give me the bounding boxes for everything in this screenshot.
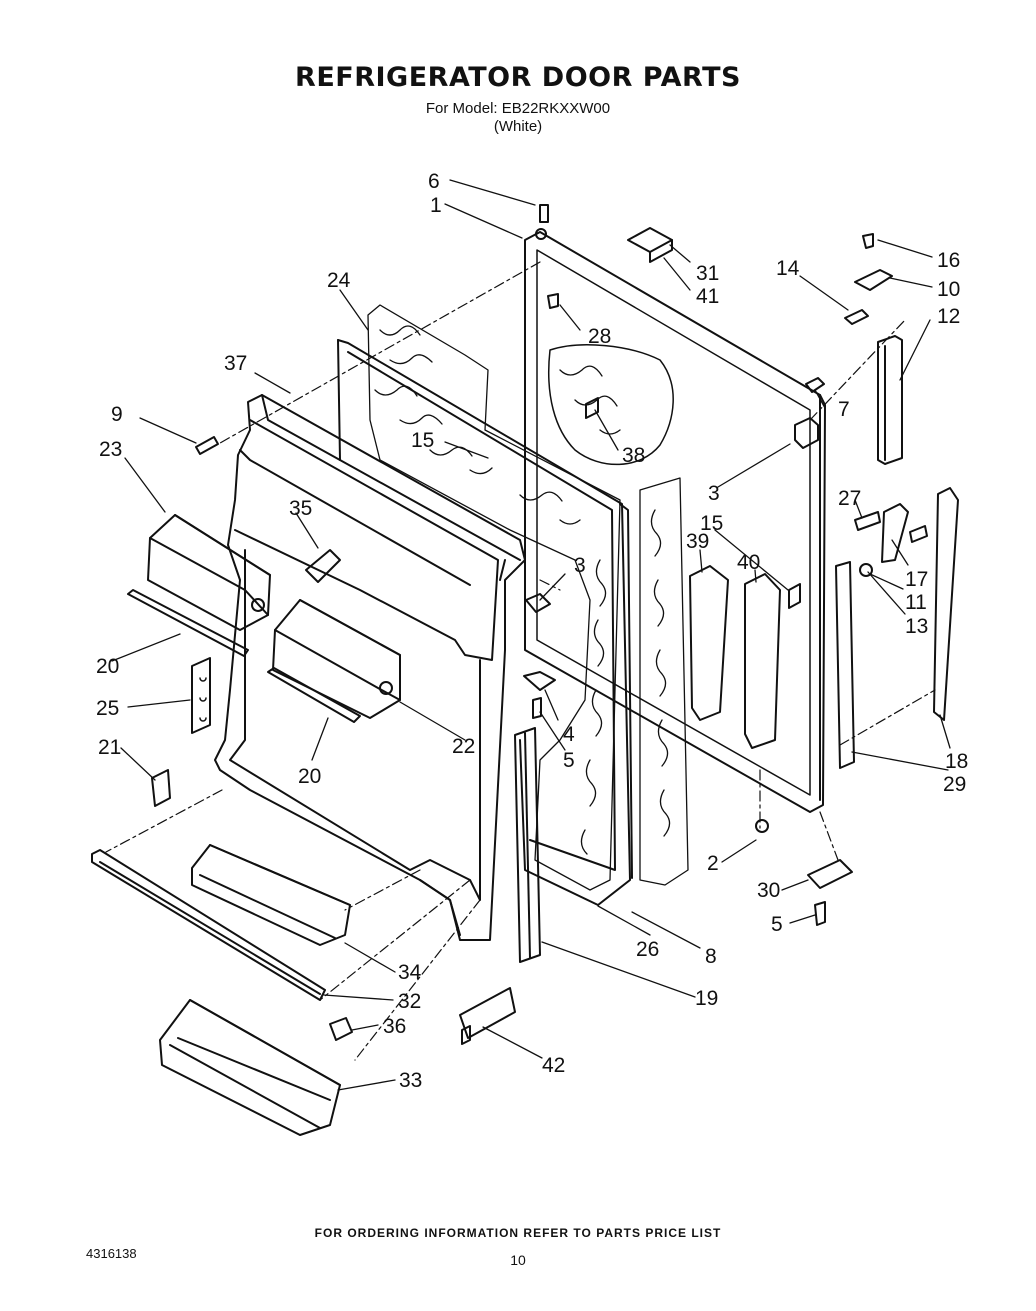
callout-leaders xyxy=(111,179,951,1091)
callout-label: 16 xyxy=(937,249,960,272)
bracket-35 xyxy=(305,549,341,583)
callout-label: 38 xyxy=(622,444,645,467)
model-line: For Model: EB22RKXXW00 xyxy=(425,100,611,117)
callout-label: 13 xyxy=(905,615,928,638)
callout-label: 33 xyxy=(399,1069,422,1092)
door-stop xyxy=(794,377,825,449)
color-line: (White) xyxy=(493,118,543,135)
callout-label: 20 xyxy=(96,655,119,678)
callout-label: 3 xyxy=(574,554,586,577)
bottom-parts xyxy=(755,819,853,926)
callout-label: 25 xyxy=(96,697,119,720)
door-liner xyxy=(214,394,526,941)
callout-label: 30 xyxy=(757,879,780,902)
callout-label: 34 xyxy=(398,961,422,984)
callout-label: 29 xyxy=(943,773,966,796)
shelf-support xyxy=(151,657,211,807)
hinge-screw xyxy=(535,204,549,240)
callout-label: 5 xyxy=(563,749,575,772)
bottom-hinge-plate xyxy=(523,593,556,719)
callout-label: 23 xyxy=(99,438,122,461)
callout-label: 17 xyxy=(905,568,928,591)
top-hinge xyxy=(844,233,893,325)
callout-label: 39 xyxy=(686,530,709,553)
callout-label: 24 xyxy=(327,269,351,292)
part-42 xyxy=(459,987,516,1045)
lower-hinge-parts xyxy=(854,503,928,577)
callout-label: 41 xyxy=(696,285,719,308)
callout-label: 19 xyxy=(695,987,718,1010)
page-number: 10 xyxy=(510,1252,526,1268)
door-handle xyxy=(877,335,903,465)
callout-label: 1 xyxy=(430,194,442,217)
callout-label: 36 xyxy=(383,1015,406,1038)
callout-label: 15 xyxy=(411,429,434,452)
callout-label: 11 xyxy=(905,591,927,614)
page-title: REFRIGERATOR DOOR PARTS xyxy=(295,62,741,93)
callout-label: 32 xyxy=(398,990,421,1013)
callout-label: 28 xyxy=(588,325,611,348)
callout-label: 3 xyxy=(708,482,720,505)
callout-label: 9 xyxy=(111,403,123,426)
ordering-note: FOR ORDERING INFORMATION REFER TO PARTS … xyxy=(314,1226,722,1240)
callout-label: 26 xyxy=(636,938,659,961)
callout-label: 20 xyxy=(298,765,321,788)
document-number: 4316138 xyxy=(86,1246,137,1261)
callout-label: 7 xyxy=(838,398,850,421)
shelf-bar xyxy=(91,849,326,1001)
trim-strips xyxy=(689,565,781,749)
callout-label: 27 xyxy=(838,487,861,510)
gasket-strips xyxy=(835,487,959,769)
callout-label: 35 xyxy=(289,497,312,520)
callout-label: 12 xyxy=(937,305,960,328)
door-gasket xyxy=(337,339,633,906)
callout-label: 5 xyxy=(771,913,783,936)
callout-label: 21 xyxy=(98,736,121,759)
door-shelf-22 xyxy=(267,599,401,723)
callout-label: 14 xyxy=(776,257,800,280)
callout-label: 15 xyxy=(700,512,723,535)
callout-label: 37 xyxy=(224,352,247,375)
callout-label: 22 xyxy=(452,735,475,758)
callout-label: 8 xyxy=(705,945,717,968)
callout-label: 31 xyxy=(696,262,719,285)
clip-36 xyxy=(329,1017,353,1041)
callout-numbers: 6 1 31 41 16 10 12 14 24 28 37 7 9 15 38… xyxy=(96,170,968,1092)
breaker-trim xyxy=(514,727,541,963)
dashed-leader-lines xyxy=(105,261,936,1061)
callout-label: 42 xyxy=(542,1054,565,1077)
callout-label: 4 xyxy=(563,723,575,746)
door-bin-33 xyxy=(159,999,341,1136)
callout-label: 6 xyxy=(428,170,440,193)
door-shelf-23 xyxy=(127,514,271,657)
label-plate xyxy=(627,227,673,263)
door-bin-34 xyxy=(191,844,351,946)
fasteners xyxy=(547,293,801,609)
callout-label: 10 xyxy=(937,278,960,301)
callout-label: 40 xyxy=(737,551,760,574)
callout-label: 2 xyxy=(707,852,719,875)
callout-label: 18 xyxy=(945,750,968,773)
outer-door-panel xyxy=(524,231,826,813)
screw-9 xyxy=(195,436,219,455)
